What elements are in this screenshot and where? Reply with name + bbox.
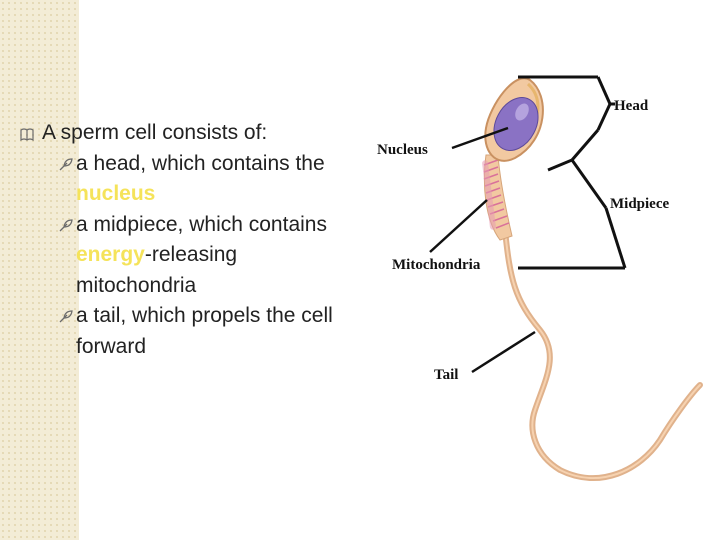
item-text-pre: a midpiece, which contains [76, 212, 327, 236]
item-text-post: -releasing mitochondria [76, 243, 238, 297]
label-tail: Tail [434, 367, 459, 383]
label-mitochondria: Mitochondria [392, 257, 481, 273]
bullet-book-icon [20, 128, 34, 141]
bullet-intro: A sperm cell consists of: [18, 118, 348, 149]
label-midpiece: Midpiece [610, 196, 670, 212]
head-bracket [518, 75, 615, 161]
slide-text: A sperm cell consists of: a head, which … [18, 118, 348, 362]
item-highlight: energy [76, 243, 145, 266]
bullet-feather-icon [59, 157, 73, 170]
mitochondria-leader-line [429, 199, 488, 253]
bullet-feather-icon [59, 218, 73, 231]
label-nucleus: Nucleus [377, 142, 428, 158]
bullet-item-head: a head, which contains the nucleus [18, 149, 348, 210]
bullet-item-midpiece: a midpiece, which contains energy-releas… [18, 210, 348, 302]
midpiece-bracket [518, 158, 627, 270]
label-head: Head [614, 98, 649, 114]
nucleus-leader-line [451, 126, 509, 150]
item-highlight: nucleus [76, 182, 156, 205]
bullet-feather-icon [59, 310, 73, 323]
bullet-item-tail: a tail, which propels the cell forward [18, 301, 348, 362]
tail-inner-line [504, 229, 701, 479]
nucleus-highlight [515, 103, 529, 121]
item-text-pre: a head, which contains the [76, 151, 325, 175]
bullet-intro-text: A sperm cell consists of: [42, 121, 268, 144]
mitochondria-band [482, 160, 496, 230]
side-decoration-strip [0, 0, 79, 540]
tail-leader-line [471, 330, 536, 374]
item-text-pre: a tail, which propels the cell forward [76, 304, 333, 358]
